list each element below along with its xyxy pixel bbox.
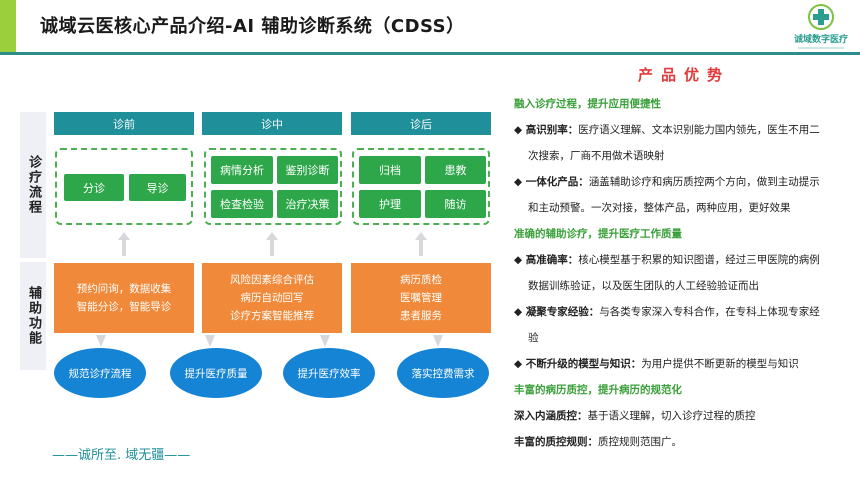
function-line: 智能分诊，智能导诊 <box>76 301 172 313</box>
function-button-nursing: 护理 <box>359 190 421 218</box>
function-button-triage: 分诊 <box>64 174 124 201</box>
advantage-item: ◆ 高准确率：核心模型基于积累的知识图谱，经过三甲医院的病例 <box>514 247 854 273</box>
advantage-text: 医疗语义理解、文本识别能力国内领先，医生不用二 <box>578 124 820 136</box>
function-line: 病历自动回写 <box>240 292 304 304</box>
function-line: 诊疗方案智能推荐 <box>230 310 314 322</box>
function-button-treatment: 治疗决策 <box>277 190 338 218</box>
advantage-item: ◆ 高识别率：医疗语义理解、文本识别能力国内领先，医生不用二 <box>514 117 854 143</box>
advantage-label: 深入内涵质控： <box>514 410 588 422</box>
side-label-process-text: 诊疗流程 <box>26 155 41 215</box>
function-box-pre: 预约问询，数据收集 智能分诊，智能导诊 <box>54 263 194 333</box>
advantage-text: 核心模型基于积累的知识图谱，经过三甲医院的病例 <box>578 254 820 266</box>
advantage-item: ◆ 不断升级的模型与知识：为用户提供不断更新的模型与知识 <box>514 351 854 377</box>
advantage-text: 基于语义理解，切入诊疗过程的质控 <box>587 410 756 422</box>
side-label-process: 诊疗流程 <box>20 112 46 258</box>
advantage-item: ◆ 一体化产品：涵盖辅助诊疗和病历质控两个方向，做到主动提示 <box>514 169 854 195</box>
function-line: 预约问询，数据收集 <box>76 283 172 295</box>
function-button-guide: 导诊 <box>129 174 186 201</box>
page-title: 诚域云医核心产品介绍-AI 辅助诊断系统（CDSS） <box>40 16 465 37</box>
advantage-heading: 丰富的病历质控，提升病历的规范化 <box>514 384 682 396</box>
advantage-heading: 融入诊疗过程，提升应用便捷性 <box>514 98 661 110</box>
up-arrow-icon <box>118 232 130 256</box>
company-logo: 诚域数字医疗 <box>786 4 856 50</box>
advantage-continuation: 数据训练验证，以及医生团队的人工经验验证而出 <box>528 280 759 292</box>
function-button-followup: 随访 <box>425 190 486 218</box>
function-button-archive: 归档 <box>359 156 421 184</box>
function-box-post: 病历质检 医嘱管理 患者服务 <box>351 263 491 333</box>
advantage-label: ◆ 不断升级的模型与知识： <box>514 358 642 370</box>
outcome-ellipse-standardize: 规范诊疗流程 <box>54 348 146 398</box>
advantage-item: ◆ 凝聚专家经验：与各类专家深入专科合作，在专科上体现专家经 <box>514 299 854 325</box>
footer-slogan: ——诚所至. 域无疆—— <box>52 448 191 463</box>
up-arrow-icon <box>266 232 278 256</box>
advantage-text: 涵盖辅助诊疗和病历质控两个方向，做到主动提示 <box>588 176 820 188</box>
function-line: 患者服务 <box>400 310 442 322</box>
logo-text: 诚域数字医疗 <box>793 35 848 45</box>
header-divider <box>0 52 860 55</box>
outcome-ellipse-quality: 提升医疗质量 <box>170 348 262 398</box>
advantage-item: 丰富的质控规则：质控规则范围广。 <box>514 429 854 455</box>
during-phase-group: 病情分析 鉴别诊断 检查检验 治疗决策 <box>204 148 342 225</box>
function-button-analysis: 病情分析 <box>211 156 273 184</box>
function-button-diagnosis: 鉴别诊断 <box>277 156 338 184</box>
advantage-continuation: 和主动预警。一次对接，整体产品，两种应用，更好效果 <box>528 202 791 214</box>
side-label-functions-text: 辅助功能 <box>26 286 41 346</box>
advantage-label: ◆ 一体化产品： <box>514 176 589 188</box>
down-arrow-icon <box>96 335 106 347</box>
function-box-during: 风险因素综合评估 病历自动回写 诊疗方案智能推荐 <box>202 263 342 333</box>
down-arrow-icon <box>433 335 443 347</box>
function-line: 风险因素综合评估 <box>230 274 314 286</box>
logo-underline <box>798 47 844 49</box>
outcome-ellipse-efficiency: 提升医疗效率 <box>283 348 375 398</box>
advantage-label: ◆ 高识别率： <box>514 124 579 136</box>
advantages-panel: 产品优势 融入诊疗过程，提升应用便捷性 ◆ 高识别率：医疗语义理解、文本识别能力… <box>514 64 854 455</box>
outcome-ellipse-cost: 落实控费需求 <box>397 348 489 398</box>
pre-phase-group: 分诊 导诊 <box>55 148 193 225</box>
up-arrow-icon <box>415 232 427 256</box>
advantage-heading: 准确的辅助诊疗，提升医疗工作质量 <box>514 228 682 240</box>
side-label-functions: 辅助功能 <box>20 262 46 370</box>
advantages-title: 产品优势 <box>637 66 730 84</box>
advantage-text: 为用户提供不断更新的模型与知识 <box>641 358 799 370</box>
function-line: 病历质检 <box>400 274 442 286</box>
function-button-exam: 检查检验 <box>211 190 273 218</box>
advantage-text: 质控规则范围广。 <box>598 436 682 448</box>
advantage-label: ◆ 凝聚专家经验： <box>514 306 600 318</box>
header-accent-bar <box>0 0 16 52</box>
advantage-item: 深入内涵质控：基于语义理解，切入诊疗过程的质控 <box>514 403 854 429</box>
phase-tab-during: 诊中 <box>202 112 342 135</box>
advantage-label: ◆ 高准确率： <box>514 254 579 266</box>
advantage-label: 丰富的质控规则： <box>514 436 598 448</box>
down-arrow-icon <box>205 335 215 347</box>
advantage-continuation: 验 <box>528 332 539 344</box>
advantage-text: 与各类专家深入专科合作，在专科上体现专家经 <box>599 306 820 318</box>
medical-cross-icon <box>808 4 834 30</box>
function-line: 医嘱管理 <box>400 292 442 304</box>
phase-tab-post: 诊后 <box>351 112 491 135</box>
down-arrow-icon <box>320 335 330 347</box>
function-button-education: 患教 <box>425 156 486 184</box>
post-phase-group: 归档 患教 护理 随访 <box>352 148 490 225</box>
advantage-continuation: 次搜索，厂商不用做术语映射 <box>528 150 665 162</box>
phase-tab-pre: 诊前 <box>54 112 194 135</box>
